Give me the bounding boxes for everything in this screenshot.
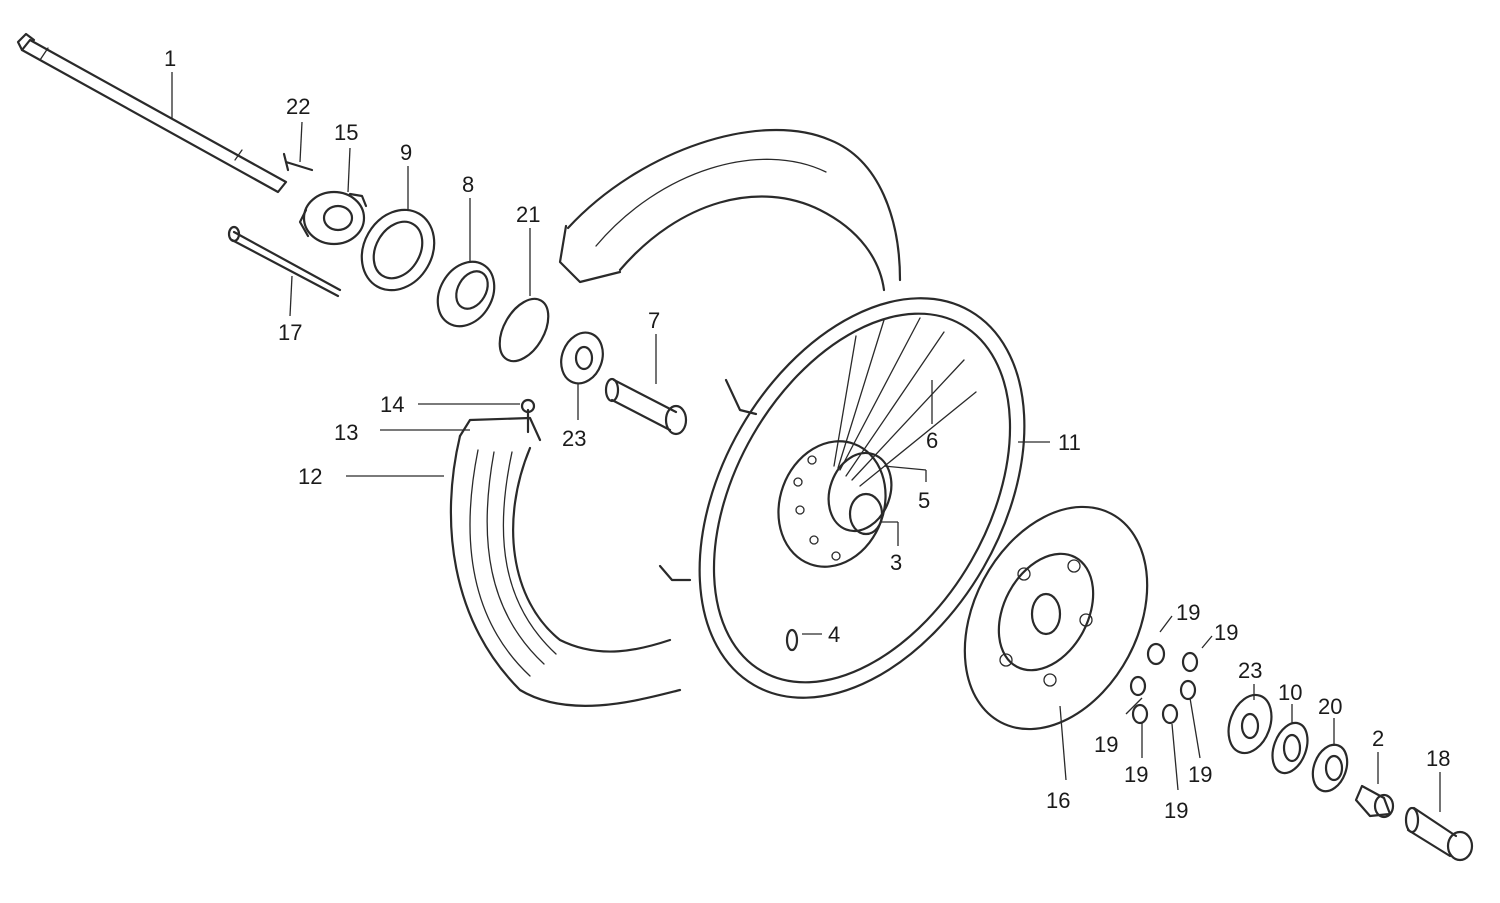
callout-22: 22: [286, 94, 310, 119]
rim-11-part: [658, 297, 1026, 699]
callout-19e: 19: [1188, 762, 1212, 787]
callout-17: 17: [278, 320, 302, 345]
axle-part: [16, 32, 288, 194]
callout-20: 20: [1318, 694, 1342, 719]
callout-11: 11: [1058, 430, 1081, 455]
callout-6: 6: [926, 428, 938, 453]
seal-20-part: [1311, 743, 1349, 793]
callout-3: 3: [890, 550, 902, 575]
callout-12: 12: [298, 464, 322, 489]
collar-2-part: [1354, 784, 1395, 819]
spacer-7-part: [604, 377, 688, 436]
gear-8-part: [436, 260, 496, 328]
valve-part: [520, 398, 536, 434]
ring-21-part: [498, 297, 550, 363]
callout-14: 14: [380, 392, 404, 417]
rim-band-4-part: [785, 628, 799, 652]
bearing-23a-part: [560, 331, 604, 385]
callout-18: 18: [1426, 746, 1450, 771]
callout-10: 10: [1278, 680, 1302, 705]
bolt-17-part: [227, 225, 342, 298]
callout-19c: 19: [1094, 732, 1118, 757]
callout-13: 13: [334, 420, 358, 445]
bolt-22-part: [282, 152, 314, 172]
retainer-9-part: [360, 208, 436, 292]
callout-7: 7: [648, 308, 660, 333]
callout-19f: 19: [1164, 798, 1188, 823]
gearbox-15-part: [298, 190, 368, 246]
brake-disc-16-part: [963, 505, 1149, 731]
nuts-19-part: [1129, 642, 1199, 725]
callout-4: 4: [828, 622, 840, 647]
callout-21: 21: [516, 202, 540, 227]
callout-23a: 23: [562, 426, 586, 451]
callout-19d: 19: [1124, 762, 1148, 787]
sleeve-18-part: [1404, 806, 1474, 862]
callout-23b: 23: [1238, 658, 1262, 683]
bearing-23b-part: [1227, 693, 1273, 755]
callout-9: 9: [400, 140, 412, 165]
callout-2: 2: [1372, 726, 1384, 751]
callout-15: 15: [334, 120, 358, 145]
callout-16: 16: [1046, 788, 1070, 813]
callout-1: 1: [164, 46, 176, 71]
callout-19a: 19: [1176, 600, 1200, 625]
callout-5: 5: [918, 488, 930, 513]
hub-3-part: [777, 440, 893, 568]
tyre-upper-part: [558, 128, 902, 292]
leader-lines: [171, 72, 1441, 812]
tyre-12-part: [449, 416, 682, 707]
callout-labels: 1 22 15 9 8 21 17 7 14 13 23 12 6 11 5 3…: [164, 46, 1450, 823]
seal-10-part: [1271, 721, 1309, 775]
spokes-6-part: [833, 317, 977, 487]
callout-8: 8: [462, 172, 474, 197]
callout-19b: 19: [1214, 620, 1238, 645]
